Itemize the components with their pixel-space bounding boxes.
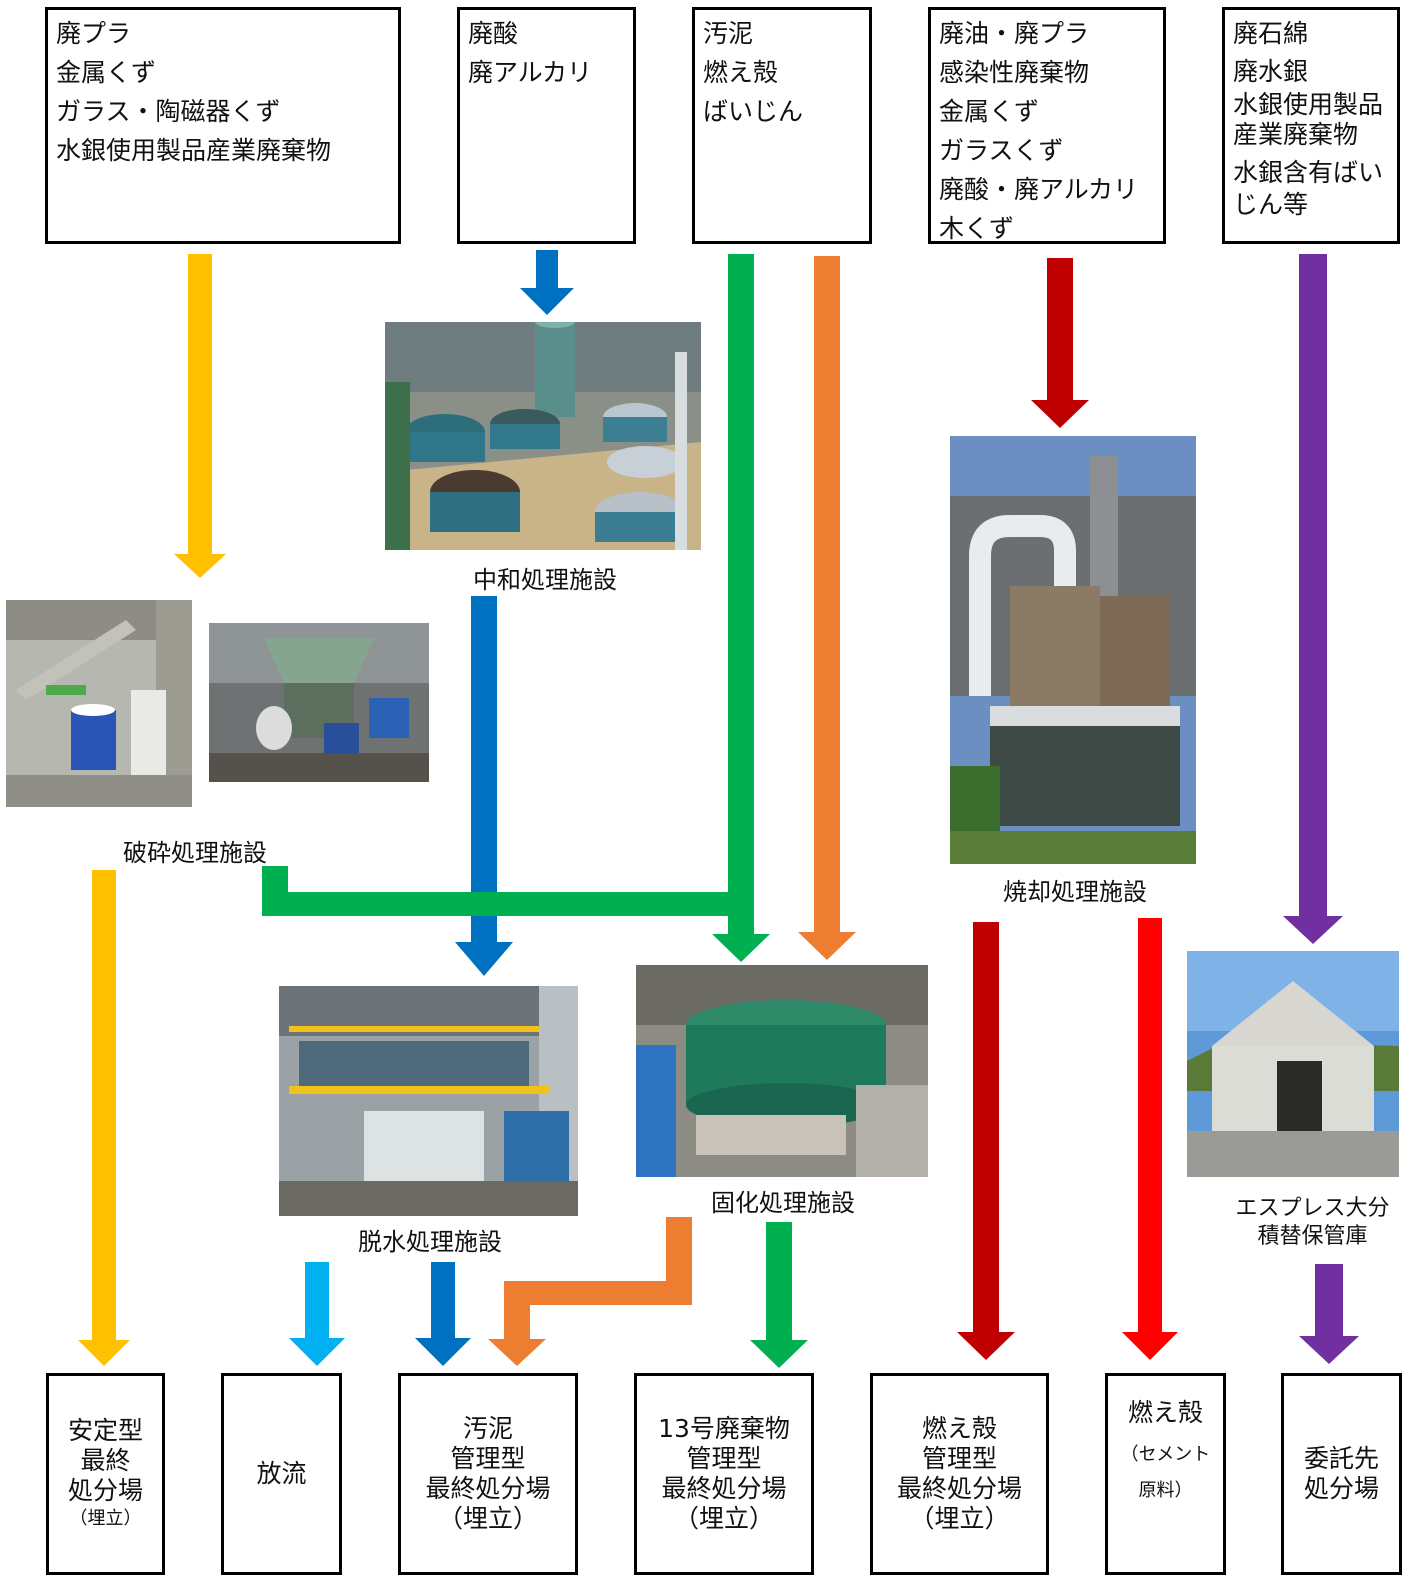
source-line: じん等 — [1233, 190, 1309, 219]
dest-line: 放流 — [256, 1459, 307, 1488]
dest-stable-landfill: 安定型 最終 処分場 （埋立） — [46, 1373, 165, 1575]
neutralization-facility-label: 中和処理施設 — [473, 566, 617, 594]
neutralization-facility-photo — [385, 322, 701, 550]
dest-line: （埋立） — [673, 1504, 774, 1533]
dest-line: 安定型 — [67, 1416, 143, 1445]
green-flow-arrows — [262, 254, 808, 1368]
orange-flow-arrows — [488, 256, 856, 1366]
source-line: ばいじん — [703, 97, 804, 126]
source-box-asbestos-mercury: 廃石綿 廃水銀 水銀使用製品 産業廃棄物 水銀含有ばい じん等 — [1222, 7, 1400, 244]
dest-line: 管理型 — [686, 1444, 762, 1473]
dest-line: 委託先 — [1303, 1444, 1379, 1473]
dest-cement-raw-material: 燃え殻 （セメント 原料） — [1105, 1373, 1226, 1575]
source-line: ガラス・陶磁器くず — [56, 97, 281, 126]
dest-discharge: 放流 — [221, 1373, 342, 1575]
source-line: 木くず — [939, 214, 1015, 243]
source-line: 金属くず — [939, 97, 1040, 126]
dest-line: 燃え殻 — [921, 1414, 997, 1443]
dest-line-small: （埋立） — [69, 1508, 142, 1529]
light-blue-flow-arrow — [289, 1262, 345, 1366]
dest-no13-managed-landfill: 13号廃棄物 管理型 最終処分場 （埋立） — [634, 1373, 814, 1575]
dest-line: 最終処分場 — [425, 1474, 551, 1503]
crushing-facility-photo-1 — [6, 600, 192, 807]
dest-line: 最終処分場 — [896, 1474, 1022, 1503]
dest-line: 処分場 — [67, 1476, 143, 1505]
storage-warehouse-photo — [1187, 951, 1399, 1177]
dewatering-facility-photo — [279, 986, 578, 1216]
source-line: 水銀使用製品 — [1233, 90, 1384, 119]
purple-flow-arrows — [1283, 254, 1359, 1364]
source-line: 水銀含有ばい — [1233, 158, 1384, 187]
dest-line: 最終処分場 — [661, 1474, 787, 1503]
dest-line: 管理型 — [921, 1444, 997, 1473]
crushing-facility-label: 破砕処理施設 — [123, 839, 267, 867]
dest-line: 燃え殻 — [1127, 1398, 1203, 1427]
dark-red-flow-arrows — [957, 258, 1089, 1360]
source-line: 廃油・廃プラ — [939, 19, 1090, 48]
source-box-plastics-metal: 廃プラ 金属くず ガラス・陶磁器くず 水銀使用製品産業廃棄物 — [45, 7, 401, 244]
source-line: 感染性廃棄物 — [939, 58, 1090, 87]
dest-line: 管理型 — [450, 1444, 526, 1473]
incineration-facility-label: 焼却処理施設 — [1003, 878, 1147, 906]
dest-line-small: 原料） — [1138, 1480, 1193, 1501]
red-flow-arrow — [1122, 918, 1178, 1360]
source-line: 廃水銀 — [1233, 57, 1309, 86]
crushing-facility-photo-2 — [209, 623, 429, 782]
source-line: 水銀使用製品産業廃棄物 — [56, 136, 332, 165]
dest-line: （埋立） — [909, 1504, 1010, 1533]
dest-line: （埋立） — [437, 1504, 538, 1533]
source-line: 廃酸 — [468, 19, 519, 48]
dest-sludge-managed-landfill: 汚泥 管理型 最終処分場 （埋立） — [398, 1373, 578, 1575]
dest-contracted-disposal: 委託先 処分場 — [1281, 1373, 1402, 1575]
solidification-facility-label: 固化処理施設 — [711, 1189, 855, 1217]
storage-facility-label-line2: 積替保管庫 — [1257, 1224, 1368, 1249]
incineration-facility-photo — [950, 436, 1196, 864]
source-line: 廃アルカリ — [468, 58, 593, 87]
source-box-sludge-ash: 汚泥 燃え殻 ばいじん — [692, 7, 872, 244]
storage-facility-label-line1: エスプレス大分 — [1235, 1196, 1390, 1221]
dest-line: 最終 — [80, 1446, 131, 1475]
dest-line: 汚泥 — [462, 1414, 513, 1443]
solidification-facility-photo — [636, 965, 928, 1177]
source-line: 燃え殻 — [703, 58, 779, 87]
yellow-flow-arrows — [78, 254, 226, 1366]
dest-line: 処分場 — [1303, 1474, 1379, 1503]
dewatering-facility-label: 脱水処理施設 — [358, 1228, 502, 1256]
blue-flow-arrows — [415, 250, 574, 1366]
source-line: 廃石綿 — [1233, 19, 1309, 48]
dest-line-small: （セメント — [1120, 1444, 1211, 1465]
source-line: ガラスくず — [939, 136, 1064, 165]
source-line: 産業廃棄物 — [1233, 120, 1359, 149]
source-box-acid-alkali: 廃酸 廃アルカリ — [457, 7, 636, 244]
dest-line: 13号廃棄物 — [658, 1414, 790, 1443]
source-line: 廃酸・廃アルカリ — [939, 175, 1139, 204]
source-line: 汚泥 — [703, 19, 754, 48]
source-box-oil-infectious: 廃油・廃プラ 感染性廃棄物 金属くず ガラスくず 廃酸・廃アルカリ 木くず — [928, 7, 1166, 244]
source-line: 廃プラ — [56, 19, 132, 48]
source-line: 金属くず — [56, 58, 157, 87]
dest-ash-managed-landfill: 燃え殻 管理型 最終処分場 （埋立） — [870, 1373, 1049, 1575]
